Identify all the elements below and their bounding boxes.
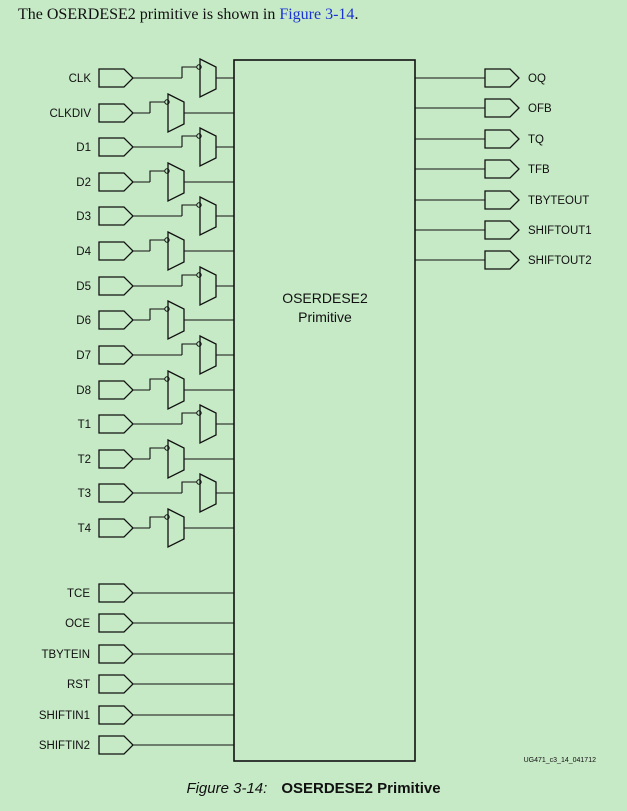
select-line-d8: [149, 378, 165, 390]
select-line-t3: [181, 481, 197, 493]
input-label-d3: D3: [76, 211, 91, 223]
select-line-t1: [181, 412, 197, 424]
figure-id: UG471_c3_14_041712: [524, 757, 597, 764]
output-pin-tq: [484, 129, 520, 149]
mux-d3: [199, 195, 217, 237]
input-label-tbytein: TBYTEIN: [41, 649, 90, 661]
select-line-clkdiv: [149, 101, 165, 113]
input-label-shiftin1: SHIFTIN1: [39, 710, 90, 722]
output-pin-tbyteout: [484, 190, 520, 210]
select-line-t2: [149, 447, 165, 459]
figure-caption: Figure 3-14: OSERDESE2 Primitive: [0, 780, 627, 797]
mux-d4: [167, 230, 185, 272]
caption-title: OSERDESE2 Primitive: [281, 780, 441, 797]
input-label-d1: D1: [76, 142, 91, 154]
block-subtitle: Primitive: [298, 309, 352, 325]
output-label-shiftout1: SHIFTOUT1: [528, 225, 592, 237]
output-label-shiftout2: SHIFTOUT2: [528, 255, 592, 267]
input-label-d5: D5: [76, 281, 91, 293]
input-label-t4: T4: [78, 523, 92, 535]
select-line-d1: [181, 135, 197, 147]
input-label-oce: OCE: [65, 618, 90, 630]
input-pin-d2: [98, 172, 134, 192]
input-pin-d1: [98, 137, 134, 157]
input-label-clk: CLK: [69, 73, 92, 85]
output-label-ofb: OFB: [528, 103, 552, 115]
input-pin-tbytein: [98, 644, 134, 664]
input-pin-oce: [98, 613, 134, 633]
select-line-d6: [149, 308, 165, 320]
input-pin-d7: [98, 345, 134, 365]
mux-d2: [167, 161, 185, 203]
input-label-d8: D8: [76, 385, 91, 397]
output-label-tbyteout: TBYTEOUT: [528, 195, 589, 207]
select-line-d7: [181, 343, 197, 355]
input-label-rst: RST: [67, 679, 90, 691]
input-label-tce: TCE: [67, 588, 90, 600]
input-label-shiftin2: SHIFTIN2: [39, 740, 90, 752]
input-pin-d5: [98, 276, 134, 296]
input-pin-shiftin2: [98, 735, 134, 755]
output-pin-ofb: [484, 98, 520, 118]
mux-t4: [167, 507, 185, 549]
input-pin-d3: [98, 206, 134, 226]
intro-prefix: The OSERDESE2 primitive is shown in: [18, 6, 280, 23]
mux-d8: [167, 369, 185, 411]
input-pin-clk: [98, 68, 134, 88]
input-pin-t1: [98, 414, 134, 434]
mux-clk: [199, 57, 217, 99]
select-line-d4: [149, 239, 165, 251]
input-pin-d4: [98, 241, 134, 261]
figure-link[interactable]: Figure 3-14: [279, 6, 355, 23]
input-pin-d6: [98, 310, 134, 330]
output-pin-shiftout1: [484, 220, 520, 240]
input-pin-t4: [98, 518, 134, 538]
caption-number: Figure 3-14:: [186, 780, 268, 797]
input-pin-rst: [98, 674, 134, 694]
input-pin-tce: [98, 583, 134, 603]
input-label-t2: T2: [78, 454, 91, 466]
output-label-tfb: TFB: [528, 164, 550, 176]
mux-d6: [167, 299, 185, 341]
input-pin-d8: [98, 380, 134, 400]
select-line-t4: [149, 516, 165, 528]
input-pin-t2: [98, 449, 134, 469]
output-label-oq: OQ: [528, 73, 546, 85]
input-label-d6: D6: [76, 315, 91, 327]
mux-t2: [167, 438, 185, 480]
block-title: OSERDESE2: [282, 290, 368, 306]
input-label-d4: D4: [76, 246, 91, 258]
mux-d5: [199, 265, 217, 307]
mux-t3: [199, 472, 217, 514]
intro-text: The OSERDESE2 primitive is shown in Figu…: [18, 6, 358, 24]
input-pin-shiftin1: [98, 705, 134, 725]
output-pin-oq: [484, 68, 520, 88]
input-pin-t3: [98, 483, 134, 503]
oserdese2-diagram: OSERDESE2 Primitive CLK CLKDIV D1D2D3D4D5D…: [39, 57, 597, 764]
mux-d7: [199, 334, 217, 376]
input-label-clkdiv: CLKDIV: [49, 108, 91, 120]
output-label-tq: TQ: [528, 134, 544, 146]
select-line-d2: [149, 170, 165, 182]
select-line-d5: [181, 274, 197, 286]
output-pin-shiftout2: [484, 250, 520, 270]
intro-suffix: .: [354, 6, 359, 23]
output-pin-tfb: [484, 159, 520, 179]
mux-t1: [199, 403, 217, 445]
mux-clkdiv: [167, 92, 185, 134]
input-label-t3: T3: [78, 488, 91, 500]
select-line-clk: [181, 66, 197, 78]
select-line-d3: [181, 204, 197, 216]
input-label-t1: T1: [78, 419, 91, 431]
mux-d1: [199, 126, 217, 168]
input-label-d2: D2: [76, 177, 91, 189]
input-pin-clkdiv: [98, 103, 134, 123]
input-label-d7: D7: [76, 350, 91, 362]
primitive-block: [233, 59, 416, 762]
